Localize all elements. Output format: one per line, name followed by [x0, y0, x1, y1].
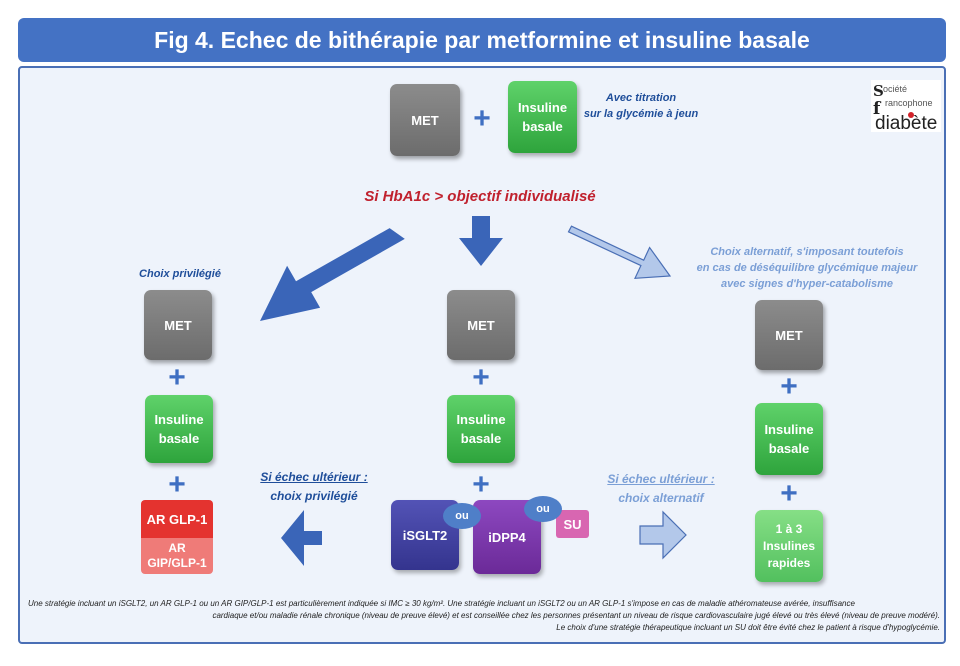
top-met-box: MET [390, 84, 460, 156]
top-plus-icon: + [473, 102, 491, 135]
left-met-box: MET [144, 290, 212, 360]
logo-line2: rancophone [885, 98, 933, 108]
footnote-line3: Le choix d'une stratégie thérapeutique i… [556, 623, 940, 632]
echec-left-note: Si échec ultérieur : choix privilégié [244, 468, 384, 506]
right-insuline-box: Insuline basale [755, 403, 823, 475]
arrow-to-right [567, 225, 672, 279]
logo-letter-f: f [873, 99, 882, 119]
footnote-line1: Une stratégie incluant un iSGLT2, un AR … [28, 599, 855, 608]
echec-right-note: Si échec ultérieur : choix alternatif [596, 470, 726, 508]
isglt2-box: iSGLT2 [391, 500, 459, 570]
right-heading: Choix alternatif, s'imposant toutefois e… [696, 246, 918, 290]
arrow-echec-left [281, 510, 322, 566]
echec-right-line1: Si échec ultérieur : [607, 472, 715, 486]
center-insuline-box: Insuline basale [447, 395, 515, 463]
logo-line3: diabète [875, 113, 937, 132]
echec-left-line1: Si échec ultérieur : [260, 470, 368, 484]
arrow-down-center [459, 216, 503, 266]
su-box: SU [556, 510, 589, 538]
echec-left-line2: choix privilégié [270, 489, 358, 503]
right-plus-icon-2: + [780, 477, 798, 510]
footnote-line2: cardiaque et/ou maladie rénale chronique… [212, 611, 940, 620]
arrow-echec-right [639, 510, 687, 560]
logo-letter-s: S [873, 82, 884, 100]
ar-gip-glp1-box: AR GIP/GLP-1 [141, 538, 213, 574]
sfd-logo: S ociété f rancophone diabète [871, 80, 941, 132]
left-plus-icon-2: + [168, 468, 186, 501]
right-plus-icon-1: + [780, 370, 798, 403]
echec-right-line2: choix alternatif [618, 491, 704, 505]
logo-line1: ociété [883, 84, 907, 94]
figure-title: Fig 4. Echec de bithérapie par metformin… [18, 18, 946, 62]
ou-badge-2: ou [524, 496, 562, 522]
center-plus-icon-1: + [472, 361, 490, 394]
center-plus-icon-2: + [472, 468, 490, 501]
right-met-box: MET [755, 300, 823, 370]
left-insuline-box: Insuline basale [145, 395, 213, 463]
top-titration-note: Avec titration sur la glycémie à jeun [583, 92, 699, 120]
sfd-logo-mark: S ociété f rancophone diabète [873, 82, 937, 132]
ar-glp1-box: AR GLP-1 [141, 500, 213, 538]
arrow-to-left [260, 228, 405, 321]
left-heading: Choix privilégié [139, 268, 221, 280]
insulines-rapides-box: 1 à 3 Insulines rapides [755, 510, 823, 582]
ou-badge-1: ou [443, 503, 481, 529]
top-insuline-box: Insuline basale [508, 81, 577, 153]
hba1c-condition: Si HbA1c > objectif individualisé [364, 188, 596, 205]
logo-red-dot [908, 112, 914, 118]
center-met-box: MET [447, 290, 515, 360]
left-plus-icon-1: + [168, 361, 186, 394]
